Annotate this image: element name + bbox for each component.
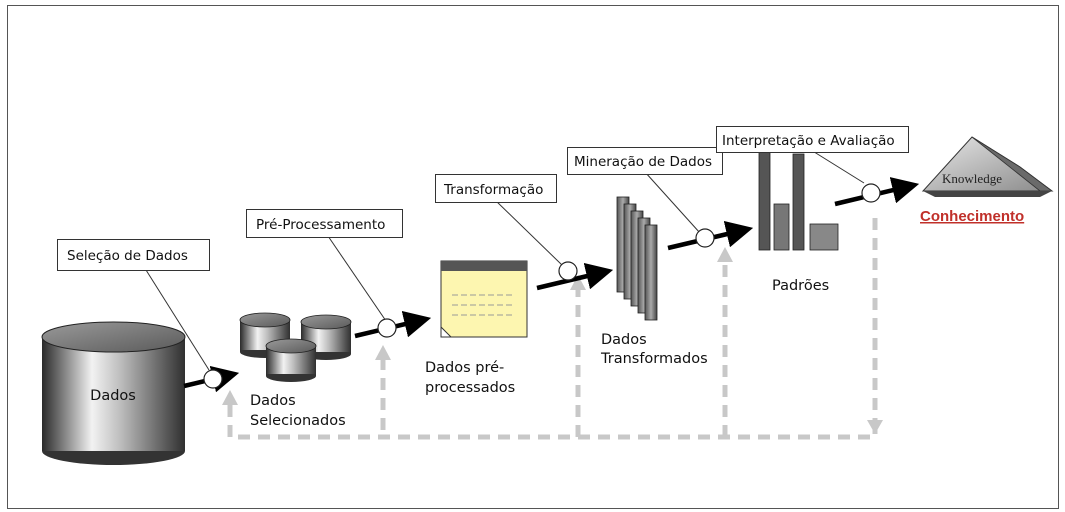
conhecimento-label: Conhecimento: [920, 208, 1024, 225]
step-box-selecao: Seleção de Dados: [57, 239, 210, 271]
step-selecao-label: Seleção de Dados: [67, 248, 188, 264]
padroes-label: Padrões: [772, 278, 829, 294]
preprocessed-document-icon: [440, 260, 528, 338]
dados-selecionados-label-2: Selecionados: [250, 413, 346, 429]
dados-transformados-label-1: Dados: [601, 332, 647, 348]
step-circles: [203, 183, 881, 389]
dados-selecionados-label-1: Dados: [250, 393, 296, 409]
step-mineracao-label: Mineração de Dados: [574, 154, 712, 170]
dados-preprocessados-label-1: Dados pré-: [425, 360, 504, 376]
knowledge-label: Knowledge: [942, 171, 1002, 186]
dados-label: Dados: [90, 388, 136, 404]
knowledge-pyramid-icon: Knowledge: [921, 136, 1054, 197]
step-interpretacao-label: Interpretação e Avaliação: [722, 133, 895, 149]
patterns-bar-icon: [758, 149, 839, 251]
step-box-interpretacao: Interpretação e Avaliação: [716, 126, 909, 153]
dados-preprocessados-label-2: processados: [425, 380, 515, 396]
feedback-arrowheads: [222, 247, 883, 434]
dados-selecionados-cylinders: [239, 312, 352, 382]
leader-lines: [145, 149, 865, 371]
step-box-preprocessamento: Pré-Processamento: [246, 209, 403, 238]
transformed-data-panels: [616, 196, 658, 321]
dados-transformados-label-2: Transformados: [600, 351, 708, 367]
step-transformacao-label: Transformação: [443, 182, 543, 198]
dados-cylinder: Dados: [41, 321, 186, 465]
step-box-transformacao: Transformação: [435, 174, 557, 203]
step-preprocessamento-label: Pré-Processamento: [256, 217, 385, 233]
diagram-frame: [7, 5, 1059, 509]
step-box-mineracao: Mineração de Dados: [567, 147, 723, 175]
